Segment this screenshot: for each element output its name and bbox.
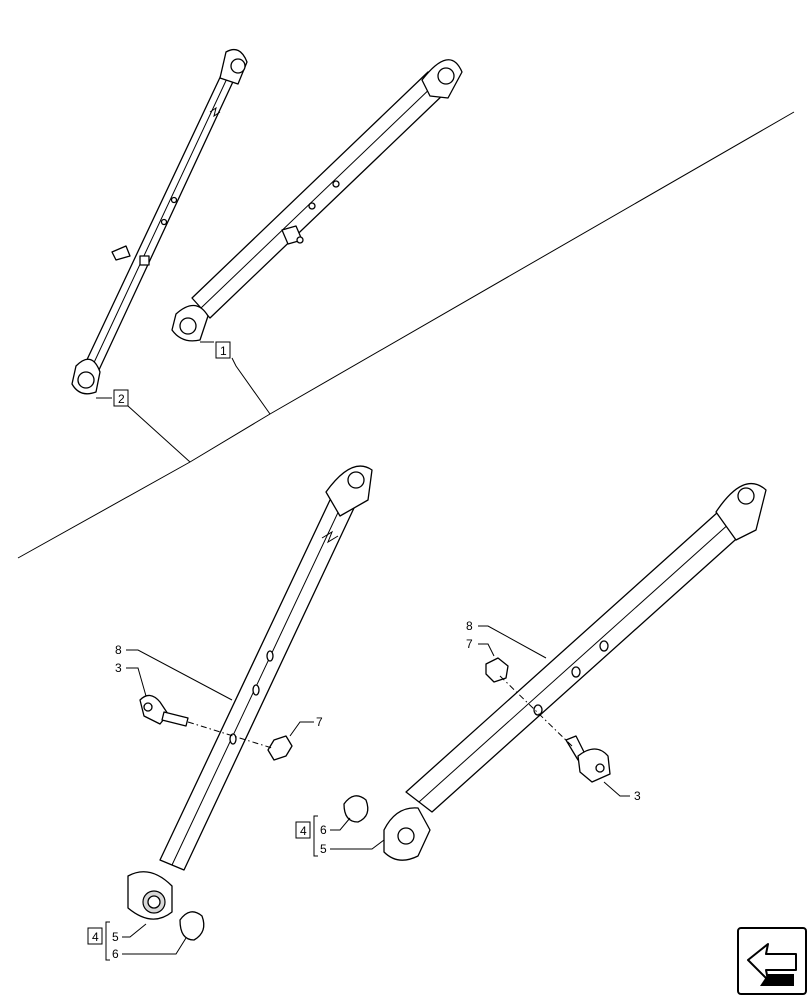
callout-c-6: 6: [320, 823, 327, 837]
callout-1: 1: [220, 344, 227, 358]
bottom-left-link-exploded: [127, 465, 373, 941]
callout-b-8: 8: [115, 643, 122, 657]
callout-b-6: 6: [112, 947, 119, 961]
callout-c-4: 4: [300, 824, 307, 838]
callout-c-5: 5: [320, 842, 327, 856]
callout-b-5: 5: [112, 930, 119, 944]
callout-2: 2: [118, 392, 125, 406]
callout-c-3: 3: [634, 789, 641, 803]
callout-b-7: 7: [316, 715, 323, 729]
section-divider-line: [17, 111, 795, 559]
callout-c-7: 7: [466, 637, 473, 651]
top-left-link-assembly: [71, 48, 248, 395]
top-right-link-assembly: [171, 59, 463, 342]
callout-c-8: 8: [466, 619, 473, 633]
callout-b-3: 3: [115, 661, 122, 675]
next-page-arrow-icon[interactable]: [737, 927, 807, 995]
bottom-right-link-exploded: [343, 482, 767, 861]
callout-b-4: 4: [92, 930, 99, 944]
